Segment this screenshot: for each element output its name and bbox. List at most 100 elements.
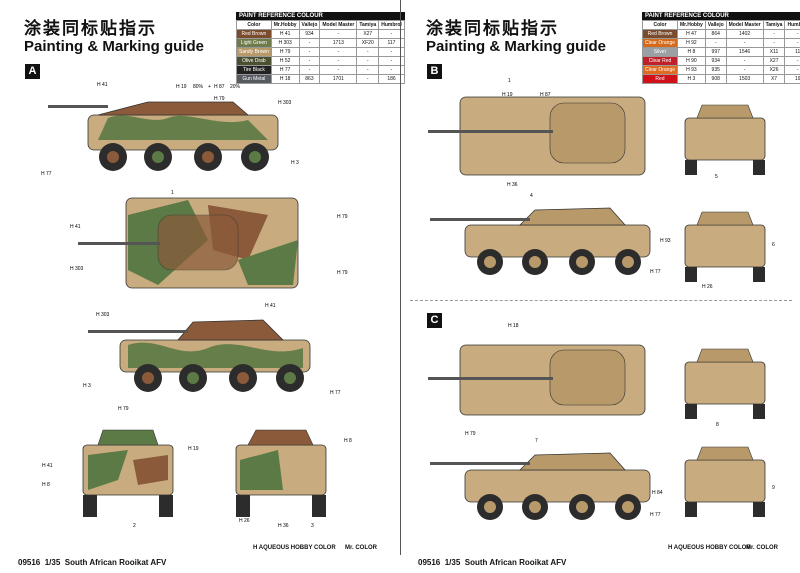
vehicle-top-view: [78, 197, 299, 289]
callout-h3: H 3: [291, 160, 299, 166]
callout-h79-front: H 79: [118, 406, 129, 412]
footer-kit-code-right: 09516 1/35 South African Rooikat AFV: [418, 558, 566, 567]
c-number-9: 9: [772, 485, 775, 491]
callout-h41: H 41: [97, 82, 108, 88]
paint-swatch: Gun Metal: [236, 74, 272, 84]
paint-swatch: Red: [641, 74, 679, 84]
paint-cell: 186: [378, 74, 405, 84]
paint-reference-table-right: PAINT REFERENCE COLOUR Color Mr.Hobby Va…: [641, 12, 800, 84]
vehicle-side-view-right: [88, 319, 311, 392]
paint-cell: 1701: [319, 74, 358, 84]
paint-table-caption-right: PAINT REFERENCE COLOUR: [642, 12, 800, 20]
b-rear-view: [684, 211, 766, 282]
b-number-5: 5: [715, 174, 718, 180]
paint-cell: X7: [762, 74, 786, 84]
scheme-bc-callouts: 1 H 19 H 87 H 36 4 5 6 H 93 H 77 H 26 H …: [465, 78, 775, 518]
c-top-view: [428, 344, 646, 416]
callout-h41-side: H 41: [265, 303, 276, 309]
kit-number-right: 09516: [418, 558, 441, 567]
paint-table-caption: PAINT REFERENCE COLOUR: [236, 12, 405, 20]
callout-h79-top2: H 79: [337, 270, 348, 276]
c-callout-h77: H 77: [650, 512, 661, 518]
scheme-a-drawings: [48, 101, 327, 517]
b-number-6: 6: [772, 242, 775, 248]
callout-h26-rear: H 26: [239, 518, 250, 524]
callout-h19-front: H 19: [188, 446, 199, 452]
section-divider: [410, 300, 792, 301]
callout-h8-rear: H 8: [344, 438, 352, 444]
scheme-a-callouts: H 41 H 19 80% + H 87 20% H 79 H 303 H 3 …: [41, 82, 352, 529]
scheme-a-badge: A: [25, 64, 40, 79]
b-number-1: 1: [508, 78, 511, 84]
b-front-view: [684, 104, 766, 175]
callout-h77-side: H 77: [330, 390, 341, 396]
callout-h8-front: H 8: [42, 482, 50, 488]
c-rear-view: [684, 446, 766, 517]
b-callout-h36: H 36: [507, 182, 518, 188]
number-1: 1: [171, 190, 174, 196]
b-callout-h19: H 19: [502, 92, 513, 98]
callout-h41-front: H 41: [42, 463, 53, 469]
b-side-view: [430, 207, 651, 275]
callout-h3-side: H 3: [83, 383, 91, 389]
legend-aqueous-right: H AQUEOUS HOBBY COLOR: [668, 545, 751, 551]
callout-h79-top: H 79: [337, 214, 348, 220]
b-number-4: 4: [530, 193, 533, 199]
kit-number: 09516: [18, 558, 41, 567]
c-side-view: [430, 452, 651, 520]
scheme-bc-drawings: [428, 96, 766, 520]
title-chinese: 涂装同标贴指示: [24, 19, 157, 39]
kit-name: South African Rooikat AFV: [64, 558, 167, 567]
b-callout-h93: H 93: [660, 238, 671, 244]
footer-kit-code: 09516 1/35 South African Rooikat AFV: [18, 558, 166, 567]
legend-aqueous: H AQUEOUS HOBBY COLOR: [253, 545, 336, 551]
scheme-c-badge: C: [427, 313, 442, 328]
callout-h303-top: H 303: [70, 266, 84, 272]
paint-cell: 1503: [725, 74, 764, 84]
callout-h303: H 303: [278, 100, 292, 106]
title-chinese-right: 涂装同标贴指示: [426, 19, 559, 39]
callout-h19: H 19: [176, 84, 187, 90]
callout-h41-top: H 41: [70, 224, 81, 230]
paint-cell: 19: [784, 74, 800, 84]
vehicle-front-view: [82, 429, 174, 517]
callout-h36-rear: H 36: [278, 523, 289, 529]
legend-mr-color-right: Mr. COLOR: [746, 545, 779, 551]
c-callout-h84: H 84: [652, 490, 663, 496]
title-english: Painting & Marking guide: [24, 38, 205, 55]
b-callout-h87: H 87: [540, 92, 551, 98]
c-number-8: 8: [716, 422, 719, 428]
scheme-b-badge: B: [427, 64, 442, 79]
callout-mix20: 20%: [230, 84, 241, 90]
number-3: 3: [311, 523, 314, 529]
callout-h79: H 79: [214, 96, 225, 102]
vehicle-rear-view: [235, 429, 327, 517]
callout-h77: H 77: [41, 171, 52, 177]
page-bc: 涂装同标贴指示 Painting & Marking guide PAINT R…: [410, 0, 800, 567]
vehicle-side-view-top: [48, 101, 279, 171]
c-front-view: [684, 348, 766, 419]
callout-plus: +: [208, 84, 211, 90]
legend-mr-color: Mr. COLOR: [345, 545, 378, 551]
paint-cell: -: [356, 74, 380, 84]
callout-h87: H 87: [214, 84, 225, 90]
paint-reference-table-left: PAINT REFERENCE COLOUR Color Mr.Hobby Va…: [236, 12, 405, 84]
kit-name-right: South African Rooikat AFV: [464, 558, 567, 567]
number-2: 2: [133, 523, 136, 529]
callout-h303-side: H 303: [96, 312, 110, 318]
c-callout-h18: H 18: [508, 323, 519, 329]
b-top-view: [428, 96, 646, 176]
kit-scale-right: 1/35: [444, 558, 461, 567]
callout-mix80: 80%: [193, 84, 204, 90]
c-number-7: 7: [535, 438, 538, 444]
c-callout-h79: H 79: [465, 431, 476, 437]
page-divider: [400, 0, 401, 555]
kit-scale: 1/35: [44, 558, 61, 567]
